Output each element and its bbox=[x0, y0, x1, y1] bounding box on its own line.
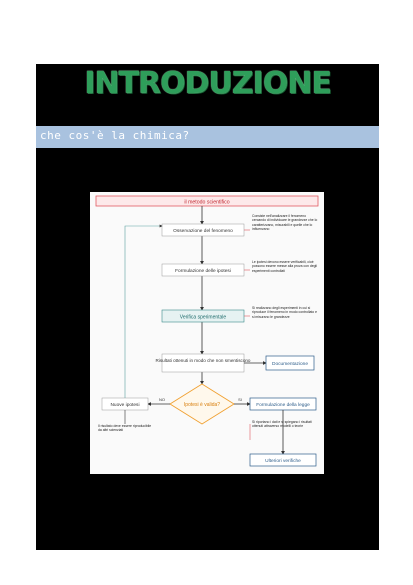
section-heading-bar: che cos'è la chimica? bbox=[36, 126, 379, 148]
diagram-header-box bbox=[95, 195, 319, 207]
section-heading: che cos'è la chimica? bbox=[40, 129, 190, 142]
note-reproducible: Il risultato deve essere riproducibile d… bbox=[98, 424, 152, 433]
node-experiment-label: Verifica sperimentale bbox=[180, 315, 227, 321]
node-documentation bbox=[265, 355, 315, 371]
scientific-method-diagram: il metodo scientifico Osservazione del f… bbox=[90, 192, 324, 474]
note-hypothesis: Le ipotesi devono essere verificabili, c… bbox=[252, 260, 318, 273]
node-documentation-label: Documentazione bbox=[272, 361, 308, 367]
node-results-label: Risultati ottenuti in modo che non sment… bbox=[156, 358, 251, 363]
note-experiment: Si realizzano degli esperimenti in cui s… bbox=[252, 306, 318, 319]
node-law-label: Formulazione della legge bbox=[256, 402, 310, 408]
diagram-header-label: il metodo scientifico bbox=[184, 200, 229, 206]
decision-label: Ipotesi è valida? bbox=[184, 402, 220, 408]
no-label: NO bbox=[159, 397, 165, 402]
node-new-hypothesis-label: Nuove ipotesi bbox=[110, 402, 139, 408]
note-observation: Consiste nell'analizzare il fenomeno cer… bbox=[252, 214, 318, 232]
node-results bbox=[161, 353, 245, 373]
document-page: INTRODUZIONE che cos'è la chimica? il me… bbox=[36, 64, 379, 550]
node-further-checks-label: Ulteriori verifiche bbox=[265, 458, 301, 464]
decision-diamond bbox=[169, 383, 235, 425]
note-results: Si riportano i dati e si spiegano i risu… bbox=[252, 420, 312, 429]
flowchart-svg: il metodo scientifico Osservazione del f… bbox=[95, 195, 319, 467]
node-further-checks bbox=[249, 453, 317, 467]
page-title: INTRODUZIONE bbox=[84, 66, 332, 101]
node-hypothesis-label: Formulazione delle ipotesi bbox=[175, 268, 231, 274]
node-observation-label: Osservazione del fenomeno bbox=[173, 228, 233, 234]
yes-label: SI bbox=[238, 397, 242, 402]
